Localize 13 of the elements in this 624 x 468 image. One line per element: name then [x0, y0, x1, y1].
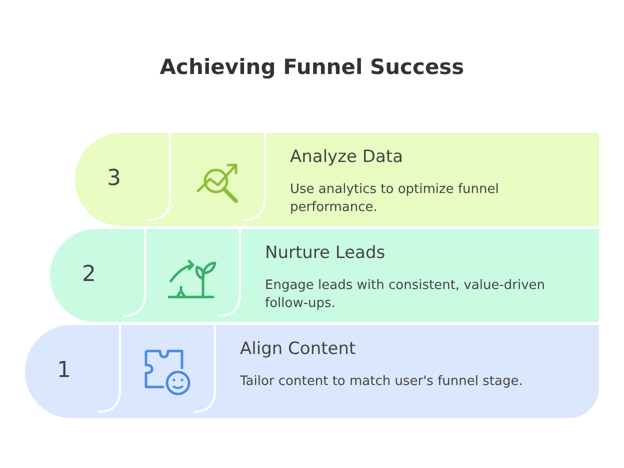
step-description: Engage leads with consistent, value-driven follow-ups.	[265, 277, 546, 313]
step-band	[50, 229, 599, 322]
step-description: Tailor content to match user's funnel stage.	[240, 373, 524, 391]
step-band	[75, 133, 599, 226]
step-heading: Analyze Data	[290, 147, 403, 167]
step-description: Use analytics to optimize funnel performance.	[290, 181, 500, 217]
step-band	[25, 325, 599, 418]
step-number: 2	[82, 262, 96, 287]
step-heading: Nurture Leads	[265, 243, 386, 263]
step-heading: Align Content	[240, 339, 356, 359]
step-number: 3	[107, 166, 121, 191]
diagram-title: Achieving Funnel Success	[158, 55, 466, 79]
step-number: 1	[57, 358, 71, 383]
